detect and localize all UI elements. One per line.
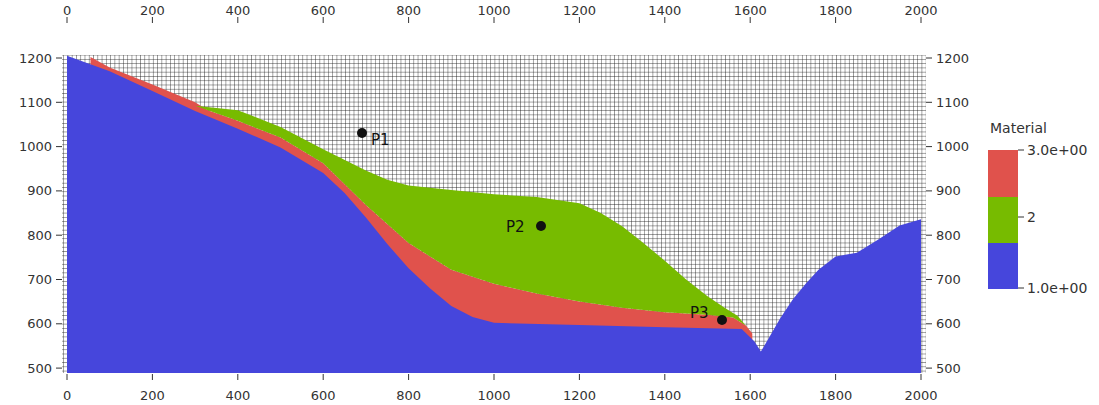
axis-tick (926, 58, 932, 59)
axis-tick (664, 374, 665, 380)
axis-label: 1100 (19, 96, 52, 109)
axis-label: 1200 (563, 4, 596, 17)
axis-label: 600 (936, 317, 961, 330)
axis-tick (494, 17, 495, 23)
axis-tick (835, 17, 836, 23)
axis-label: 1100 (936, 96, 969, 109)
axis-label: 1600 (734, 389, 767, 402)
axis-label: 0 (63, 389, 71, 402)
axis-label: 700 (936, 273, 961, 286)
monitor-point (536, 221, 546, 231)
colorbar-swatch (988, 243, 1018, 289)
axis-tick (56, 146, 62, 147)
axis-tick (750, 17, 751, 23)
axis-tick (56, 190, 62, 191)
axis-tick (926, 323, 932, 324)
axis-label: 200 (140, 389, 165, 402)
point-label: P2 (506, 220, 525, 235)
axis-label: 600 (311, 4, 336, 17)
axis-label: 200 (140, 4, 165, 17)
axis-tick (408, 17, 409, 23)
axis-label: 2000 (905, 389, 938, 402)
axis-tick (921, 374, 922, 380)
colorbar-label: 2 (1027, 210, 1036, 224)
axis-tick (664, 17, 665, 23)
axis-tick (408, 374, 409, 380)
axis-tick (323, 17, 324, 23)
colorbar-label: 3.0e+00 (1027, 143, 1087, 157)
axis-tick (1018, 150, 1024, 151)
axis-tick (67, 374, 68, 380)
axis-label: 1400 (648, 389, 681, 402)
monitor-point (357, 128, 367, 138)
axis-tick (152, 17, 153, 23)
axis-label: 500 (27, 362, 52, 375)
point-label: P1 (371, 133, 390, 148)
axis-tick (1018, 217, 1024, 218)
axis-label: 800 (27, 229, 52, 242)
axis-tick (56, 279, 62, 280)
axis-tick (1018, 288, 1024, 289)
axis-tick (56, 323, 62, 324)
axis-label: 0 (63, 4, 71, 17)
axis-label: 1200 (563, 389, 596, 402)
axis-tick (926, 102, 932, 103)
axis-tick (67, 17, 68, 23)
axis-tick (926, 235, 932, 236)
axis-label: 1000 (478, 389, 511, 402)
axis-label: 1400 (648, 4, 681, 17)
axis-label: 2000 (905, 4, 938, 17)
axis-tick (323, 374, 324, 380)
point-label: P3 (690, 306, 709, 321)
axis-tick (750, 374, 751, 380)
axis-label: 400 (225, 389, 250, 402)
axis-tick (56, 235, 62, 236)
axis-tick (835, 374, 836, 380)
colorbar-swatch (988, 150, 1018, 197)
axis-label: 800 (396, 389, 421, 402)
colorbar-swatch (988, 197, 1018, 243)
monitor-point (717, 315, 727, 325)
axis-tick (237, 17, 238, 23)
axis-tick (494, 374, 495, 380)
bedrock (67, 56, 921, 373)
axis-label: 1200 (936, 52, 969, 65)
axis-label: 600 (311, 389, 336, 402)
axis-tick (56, 368, 62, 369)
axis-label: 1000 (936, 140, 969, 153)
colorbar-label: 1.0e+00 (1027, 281, 1087, 295)
axis-label: 900 (27, 184, 52, 197)
axis-tick (926, 190, 932, 191)
axis-label: 1600 (734, 4, 767, 17)
axis-tick (926, 368, 932, 369)
axis-label: 800 (936, 229, 961, 242)
axis-tick (926, 279, 932, 280)
axis-tick (579, 17, 580, 23)
axis-tick (579, 374, 580, 380)
axis-label: 1200 (19, 52, 52, 65)
axis-label: 900 (936, 184, 961, 197)
axis-tick (56, 102, 62, 103)
axis-tick (237, 374, 238, 380)
axis-tick (152, 374, 153, 380)
axis-tick (56, 58, 62, 59)
axis-label: 1000 (19, 140, 52, 153)
axis-label: 500 (936, 362, 961, 375)
axis-label: 600 (27, 317, 52, 330)
mesh-grid (62, 55, 926, 373)
axis-label: 800 (396, 4, 421, 17)
axis-tick (921, 17, 922, 23)
legend-title: Material (990, 121, 1047, 135)
axis-label: 1800 (819, 389, 852, 402)
axis-label: 400 (225, 4, 250, 17)
axis-label: 700 (27, 273, 52, 286)
axis-label: 1000 (478, 4, 511, 17)
axis-label: 1800 (819, 4, 852, 17)
axis-tick (926, 146, 932, 147)
